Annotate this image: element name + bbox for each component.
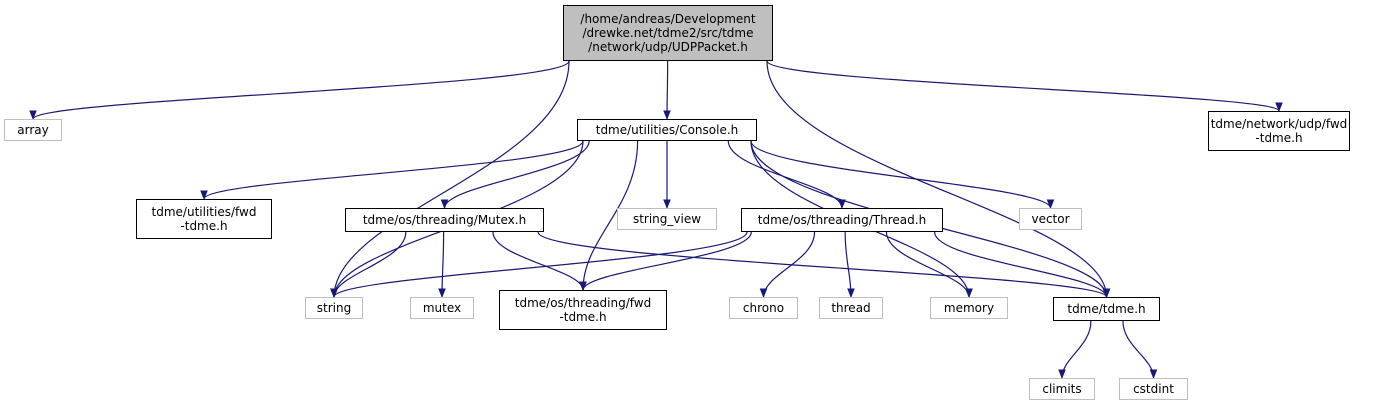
node-mutex-h[interactable]: tdme/os/threading/Mutex.h: [345, 208, 544, 232]
edge-mutexh-to-tdmeh: [537, 231, 1111, 298]
edge-threadh-to-tdmeh: [933, 231, 1111, 298]
node-mutex: mutex: [410, 297, 474, 319]
edge-threadh-to-thrfwd: [579, 231, 752, 291]
edge-root-to-netfwd: [766, 60, 1283, 112]
node-memory: memory: [930, 297, 1008, 319]
node-thread: thread: [819, 297, 883, 319]
edge-threadh-to-thread: [844, 231, 855, 298]
node-array: array: [4, 119, 62, 141]
node-chrono: chrono: [729, 297, 798, 319]
edge-mutexh-to-string: [330, 231, 407, 298]
edge-tdmeh-to-cstdint: [1122, 320, 1158, 379]
node-root-udppacket[interactable]: /home/andreas/Development /drewke.net/td…: [563, 5, 773, 61]
edge-root-to-string: [330, 60, 570, 298]
node-console[interactable]: tdme/utilities/Console.h: [577, 119, 757, 141]
edge-console-to-mutexh: [440, 140, 590, 209]
edge-console-to-utilfwd: [200, 140, 584, 200]
edge-root-to-console: [663, 60, 671, 120]
edge-console-to-thrfwd: [579, 140, 639, 291]
node-string: string: [305, 297, 363, 319]
edge-tdmeh-to-climits: [1058, 320, 1092, 379]
edge-root-to-array: [29, 60, 570, 120]
node-cstdint: cstdint: [1119, 378, 1188, 400]
edge-console-to-vector: [750, 140, 1055, 209]
edge-mutexh-to-thrfwd: [492, 231, 587, 291]
edge-threadh-to-chrono: [759, 231, 816, 298]
node-tdme-h[interactable]: tdme/tdme.h: [1053, 297, 1160, 321]
edge-console-to-threadh: [727, 140, 846, 209]
node-climits: climits: [1029, 378, 1095, 400]
node-string-view: string_view: [617, 208, 717, 230]
node-vector: vector: [1019, 208, 1082, 230]
node-utilities-fwd[interactable]: tdme/utilities/fwd -tdme.h: [136, 199, 272, 239]
edge-mutexh-to-mutex: [438, 231, 446, 298]
edge-threadh-to-string: [330, 231, 748, 298]
edge-root-to-tdmeh: [766, 60, 1111, 298]
edge-threadh-to-memory: [885, 231, 973, 298]
node-threading-fwd[interactable]: tdme/os/threading/fwd -tdme.h: [499, 290, 667, 330]
node-network-udp-fwd[interactable]: tdme/network/udp/fwd -tdme.h: [1208, 111, 1350, 151]
node-thread-h[interactable]: tdme/os/threading/Thread.h: [741, 208, 943, 232]
